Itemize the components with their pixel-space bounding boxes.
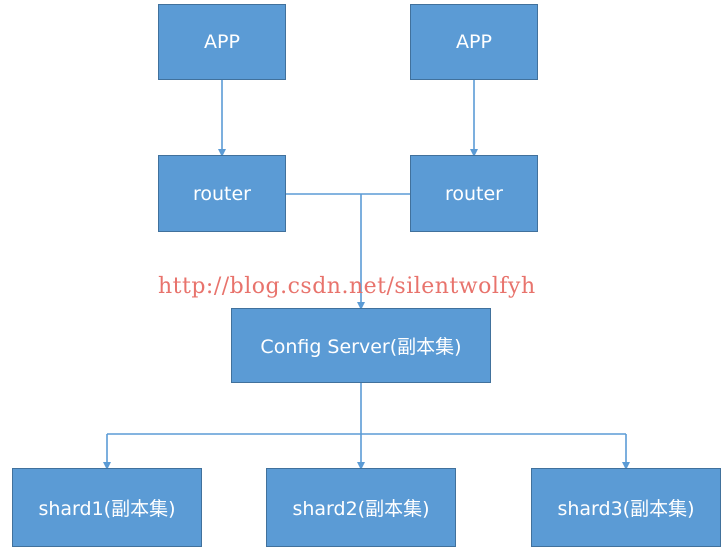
shard2-node: shard2(副本集) <box>266 468 456 547</box>
router-node-right: router <box>410 155 538 232</box>
shard3-label: shard3(副本集) <box>557 498 695 520</box>
shard1-node: shard1(副本集) <box>12 468 202 547</box>
shard2-label: shard2(副本集) <box>292 498 430 520</box>
router-node-left-label: router <box>192 182 251 205</box>
shard1-label: shard1(副本集) <box>38 498 176 520</box>
config-server-node: Config Server(副本集) <box>231 308 491 383</box>
shard3-node: shard3(副本集) <box>531 468 721 547</box>
watermark-url: http://blog.csdn.net/silentwolfyh <box>158 274 536 299</box>
router-node-left: router <box>158 155 286 232</box>
app-node-left: APP <box>158 4 286 80</box>
router-node-right-label: router <box>444 182 503 205</box>
config-server-label: Config Server(副本集) <box>260 336 462 358</box>
app-node-right: APP <box>410 4 538 80</box>
app-node-right-label: APP <box>456 31 492 53</box>
app-node-left-label: APP <box>204 31 240 53</box>
